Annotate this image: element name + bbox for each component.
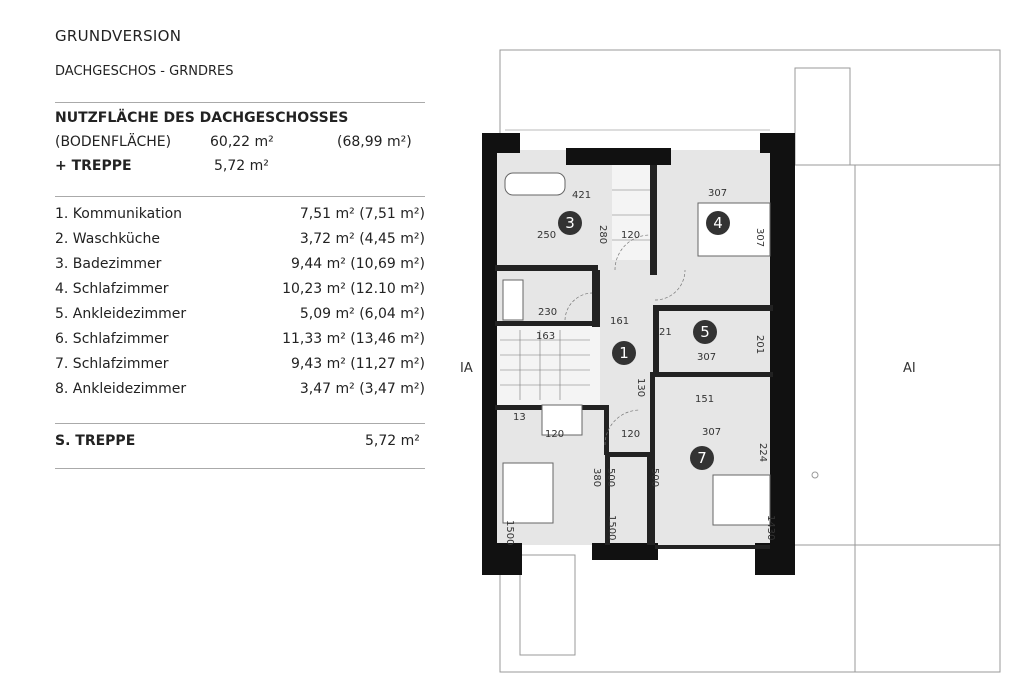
room-row: 4. Schlafzimmer 10,23 m² (12.10 m²): [55, 281, 425, 301]
room-marker-5-label: 5: [700, 323, 710, 341]
room-row: 5. Ankleidezimmer 5,09 m² (6,04 m²): [55, 306, 425, 326]
stairs-total-area: 5,72 m²: [365, 433, 420, 449]
drain: [811, 471, 819, 479]
room-row: 6. Schlafzimmer 11,33 m² (13,46 m²): [55, 331, 425, 351]
dim: 13: [513, 412, 526, 423]
door-swings: [564, 234, 686, 446]
room-row: 3. Badezimmer 9,44 m² (10,69 m²): [55, 256, 425, 276]
stairs-label: + TREPPE: [55, 158, 132, 174]
washer: [502, 279, 524, 321]
room-marker-1-label: 1: [619, 344, 629, 362]
dim: 1430: [765, 515, 776, 540]
dim: 21: [659, 327, 672, 338]
shaft: [612, 165, 657, 260]
room-name: 6. Schlafzimmer: [55, 331, 169, 347]
interior-walls: [495, 165, 773, 549]
dim: 230: [538, 307, 557, 318]
dim: 201: [754, 335, 765, 354]
dim: 1500: [606, 515, 617, 540]
dim: 250: [537, 230, 556, 241]
dim: 307: [702, 427, 721, 438]
stairs: [500, 189, 650, 400]
room-name: 8. Ankleidezimmer: [55, 381, 187, 397]
dim: 307: [754, 228, 765, 247]
room-name: 1. Kommunikation: [55, 206, 183, 222]
stairs-area: 5,72 m²: [214, 158, 269, 174]
section-marker-left: IA: [460, 361, 473, 376]
room-marker-1: [612, 341, 636, 365]
room-area: 3,47 m² (3,47 m²): [299, 381, 425, 397]
room-marker-4: [706, 211, 730, 235]
section-marker-right: AI: [903, 361, 916, 376]
dim: 120: [621, 429, 640, 440]
dim: 307: [697, 352, 716, 363]
room-row: 2. Waschküche 3,72 m² (4,45 m²): [55, 231, 425, 251]
dim: 120: [621, 230, 640, 241]
bed: [712, 474, 771, 526]
cabinet: [541, 404, 583, 436]
room-area: 7,51 m² (7,51 m²): [299, 206, 425, 222]
roof-window: [794, 67, 851, 166]
room-name: 2. Waschküche: [55, 231, 160, 247]
dim: 500: [605, 468, 616, 487]
room-area: 9,43 m² (11,27 m²): [290, 356, 425, 372]
divider: [55, 102, 425, 103]
room-row: 8. Ankleidezimmer 3,47 m² (3,47 m²): [55, 381, 425, 401]
walls: [482, 133, 795, 575]
room-area: 9,44 m² (10,69 m²): [290, 256, 425, 272]
dim: 280: [597, 225, 608, 244]
room-marker-3-label: 3: [565, 214, 575, 232]
dimension-labels: 421 280 250 120 307 307 230 161 163 307 …: [504, 188, 776, 545]
dim: 307: [708, 188, 727, 199]
stairs-total-label: S. TREPPE: [55, 433, 136, 449]
floor-area: 60,22 m²: [210, 134, 274, 150]
floor-label: (BODENFLÄCHE): [55, 134, 172, 150]
dim: 151: [695, 394, 714, 405]
divider: [55, 196, 425, 197]
dim: 380: [591, 468, 602, 487]
dim: 161: [610, 316, 629, 327]
room-name: 3. Badezimmer: [55, 256, 162, 272]
room-name: 7. Schlafzimmer: [55, 356, 169, 372]
room-area: 3,72 m² (4,45 m²): [299, 231, 425, 247]
bed: [502, 462, 554, 524]
room-area: 11,33 m² (13,46 m²): [282, 331, 425, 347]
dim: 130: [635, 378, 646, 397]
room-row: 7. Schlafzimmer 9,43 m² (11,27 m²): [55, 356, 425, 376]
room-marker-4-label: 4: [713, 214, 723, 232]
subtitle: DACHGESCHOS - GRNDRES: [55, 64, 234, 79]
room-marker-3: [558, 211, 582, 235]
room-markers: 1 3 4 5 7: [558, 211, 730, 470]
floor-area-total: (68,99 m²): [337, 134, 412, 150]
dim: 1500: [504, 520, 515, 545]
title: GRUNDVERSION: [55, 27, 182, 45]
divider: [55, 423, 425, 424]
stair-area: [495, 325, 600, 405]
dim: 163: [536, 331, 555, 342]
room-area: 10,23 m² (12.10 m²): [282, 281, 425, 297]
room-row: 1. Kommunikation 7,51 m² (7,51 m²): [55, 206, 425, 226]
area-heading: NUTZFLÄCHE DES DACHGESCHOSSES: [55, 110, 349, 126]
room-name: 5. Ankleidezimmer: [55, 306, 187, 322]
dim: 421: [572, 190, 591, 201]
divider: [55, 468, 425, 469]
room-area: 5,09 m² (6,04 m²): [299, 306, 425, 322]
bathtub: [504, 172, 566, 196]
furniture: [502, 172, 771, 526]
dim: 224: [757, 443, 768, 462]
dim: 120: [545, 429, 564, 440]
dim: 500: [649, 468, 660, 487]
room-marker-5: [693, 320, 717, 344]
room-marker-7: [690, 446, 714, 470]
roof-window: [519, 554, 576, 656]
room-marker-7-label: 7: [697, 449, 707, 467]
room-name: 4. Schlafzimmer: [55, 281, 169, 297]
